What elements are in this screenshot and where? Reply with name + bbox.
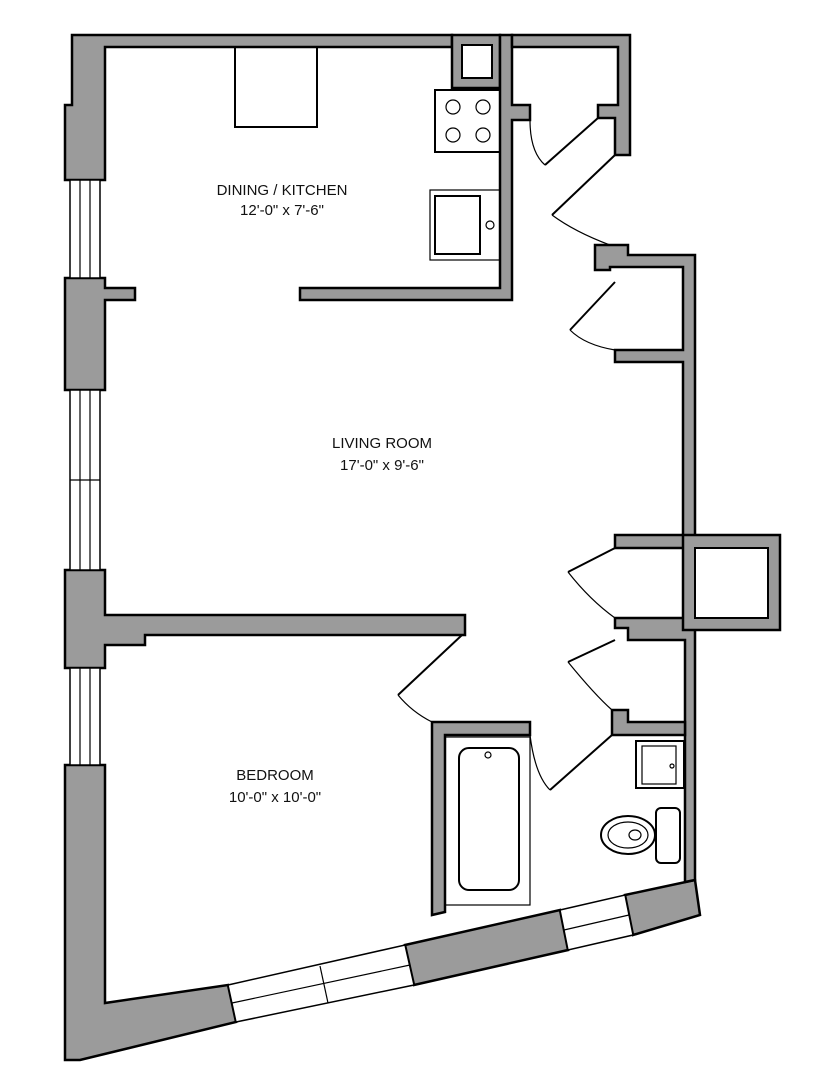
stove [434, 89, 501, 153]
toilet-tank [655, 807, 681, 864]
burner [445, 127, 461, 143]
room-dimensions-living-room: 17'-0" x 9'-6" [340, 457, 424, 474]
wall-closet-1 [510, 33, 632, 157]
door [397, 634, 463, 696]
wall-kitchen [298, 33, 532, 302]
walls [63, 33, 782, 1062]
doors [397, 117, 616, 791]
door [549, 734, 613, 791]
wall-left-2 [63, 276, 137, 392]
wall-top [63, 33, 454, 182]
wall-bottom-mid [403, 908, 570, 987]
counter [234, 46, 318, 128]
room-name-bedroom: BEDROOM [236, 767, 314, 784]
burner [475, 99, 491, 115]
room-name-dining-kitchen: DINING / KITCHEN [217, 182, 348, 199]
room-dimensions-dining-kitchen: 12'-0" x 7'-6" [240, 202, 324, 219]
bathtub [444, 736, 531, 906]
windows [69, 179, 634, 1023]
door [551, 154, 616, 216]
fixtures [234, 46, 685, 906]
wall-bedroom-top [63, 568, 467, 670]
wall-bottom-right [623, 878, 702, 937]
kitchen-sink [434, 195, 481, 255]
vanity [635, 740, 685, 789]
toilet-bowl [600, 815, 656, 855]
kitchen-counter [429, 189, 501, 261]
wall-bath-top-right [610, 708, 687, 737]
window [69, 179, 101, 279]
door [544, 117, 599, 166]
wall-bath-top-left [430, 720, 532, 917]
room-dimensions-bedroom: 10'-0" x 10'-0" [229, 789, 321, 806]
wall-left-bottom [63, 763, 238, 1062]
room-labels: DINING / KITCHEN 12'-0" x 7'-6" LIVING R… [217, 182, 432, 806]
burner [475, 127, 491, 143]
room-name-living-room: LIVING ROOM [332, 435, 432, 452]
window [69, 667, 101, 766]
door [567, 639, 616, 663]
burner [445, 99, 461, 115]
door [569, 281, 616, 331]
door [567, 547, 616, 573]
